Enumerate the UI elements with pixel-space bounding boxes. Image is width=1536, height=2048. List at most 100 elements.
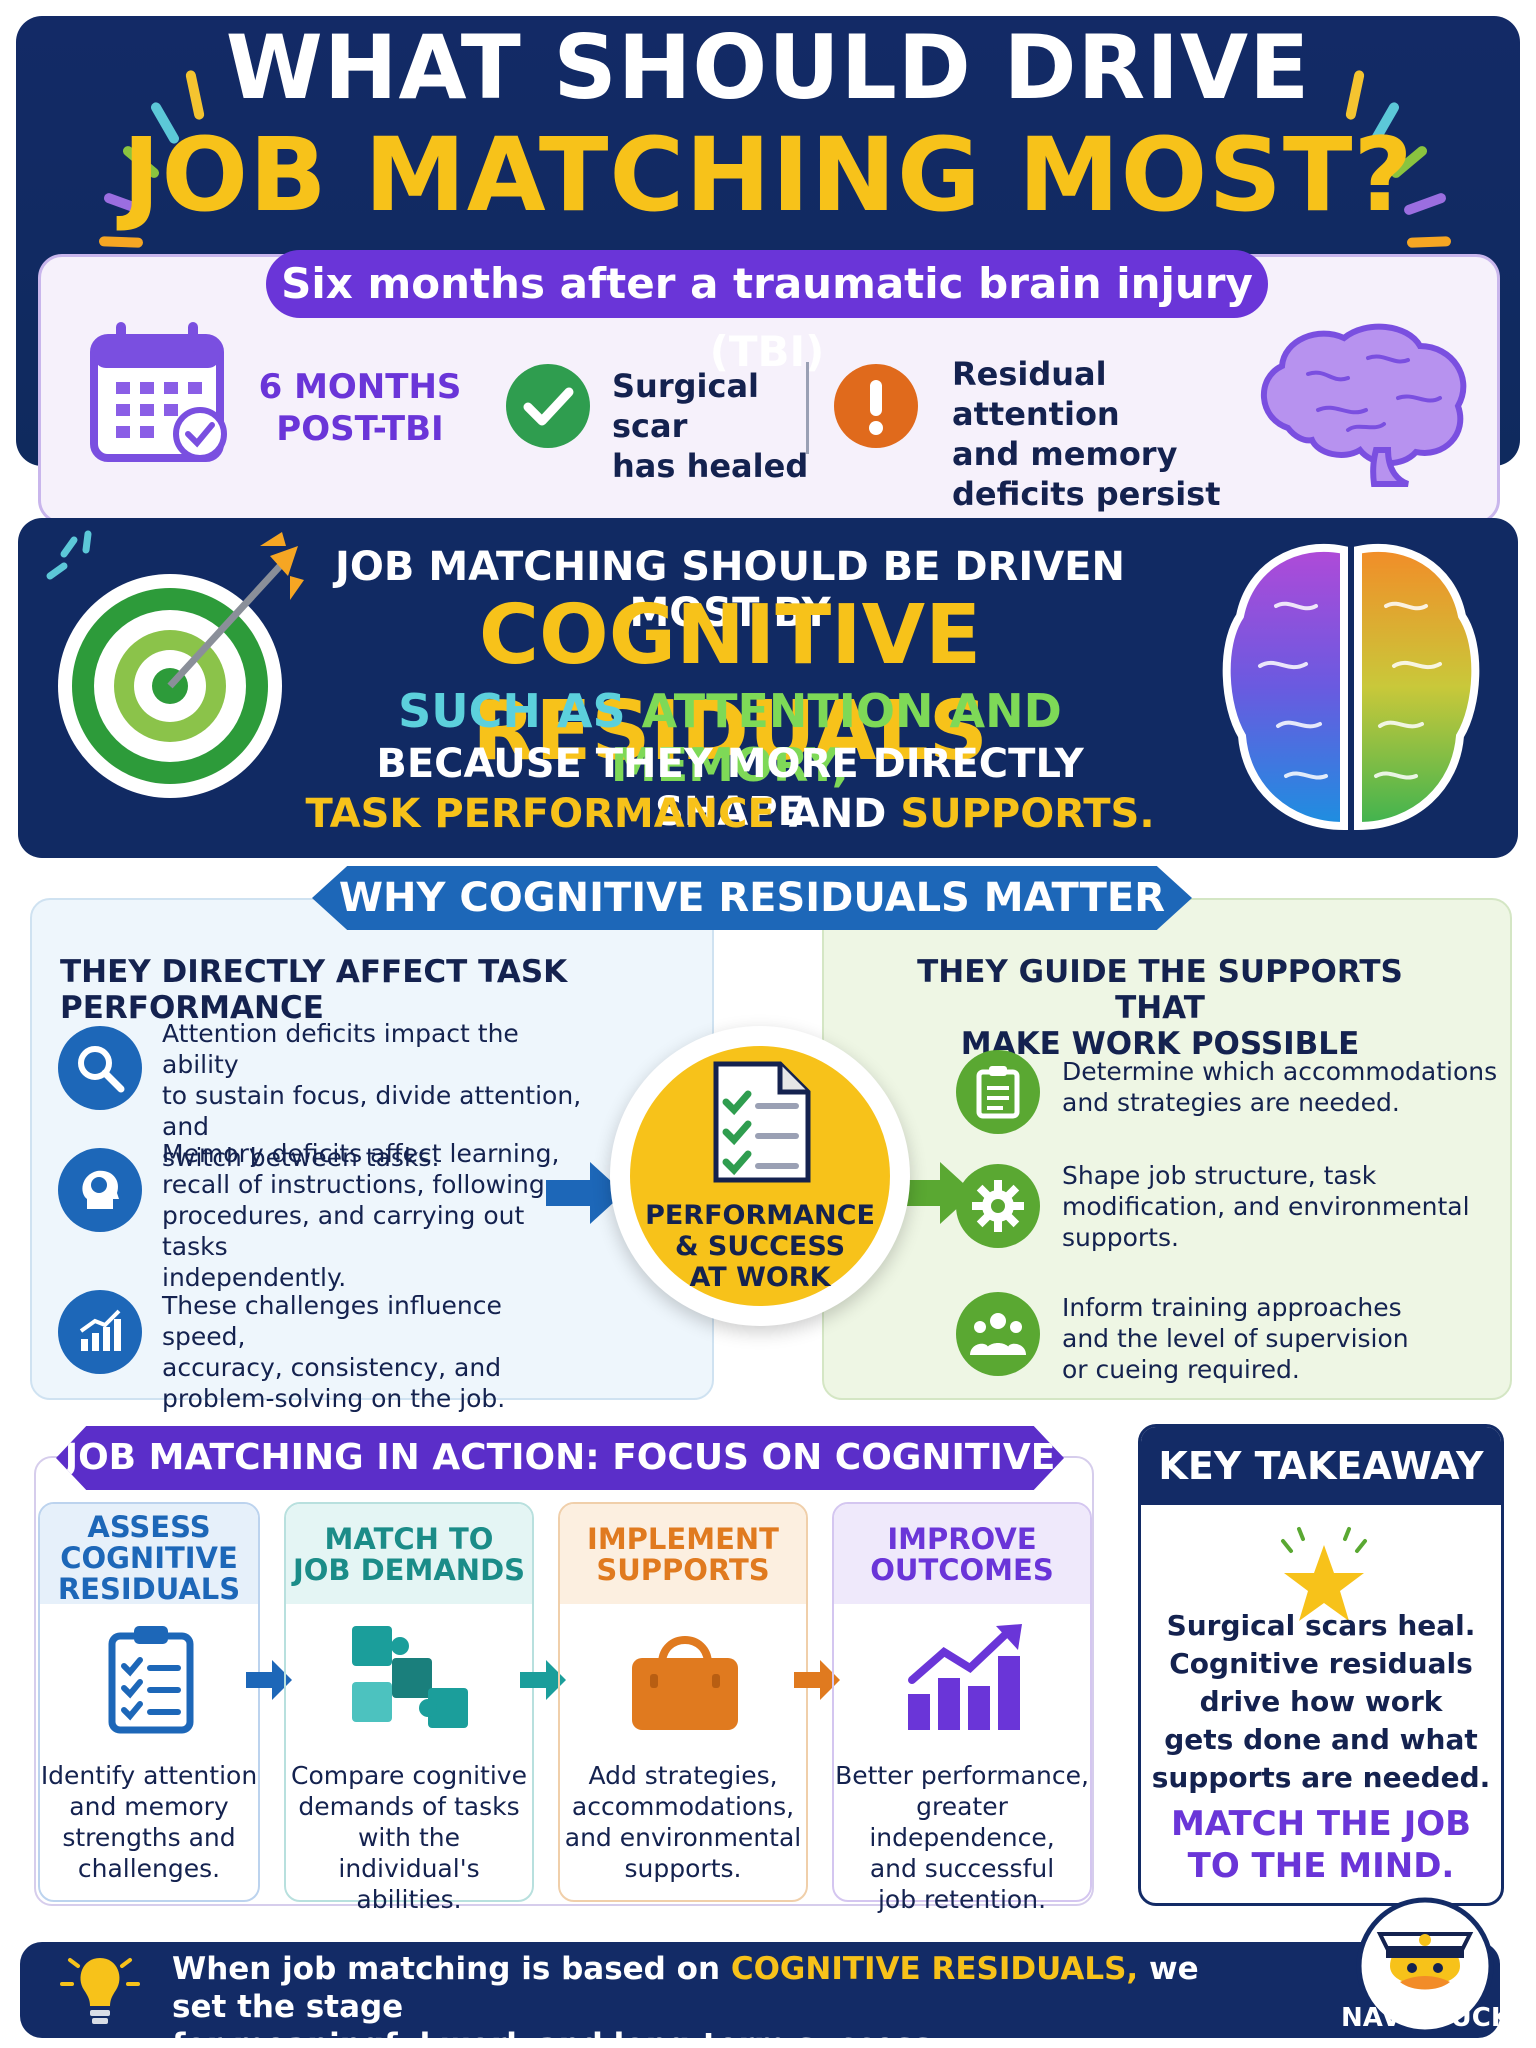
right-item-3-line-3: or cueing required. bbox=[1062, 1355, 1300, 1384]
right-item-3-line-1: Inform training approaches bbox=[1062, 1293, 1402, 1322]
step-1-title-1: ASSESS bbox=[87, 1510, 211, 1544]
takeaway-line-3: drive how work bbox=[1199, 1685, 1443, 1718]
footer-line-1: When job matching is based on COGNITIVE … bbox=[172, 1950, 1212, 2026]
step-2-desc-1: Compare cognitive bbox=[291, 1761, 527, 1790]
right-item-1-line-2: and strategies are needed. bbox=[1062, 1088, 1400, 1117]
takeaway-line-5: supports are needed. bbox=[1151, 1761, 1491, 1794]
star-icon bbox=[1281, 1527, 1367, 1621]
calendar-icon bbox=[90, 322, 227, 462]
step-4-desc-1: Better performance, bbox=[835, 1761, 1089, 1790]
magnifier-icon bbox=[58, 1026, 142, 1110]
step-implement-title: IMPLEMENT SUPPORTS bbox=[560, 1524, 806, 1586]
step-2-title-1: MATCH TO bbox=[324, 1522, 494, 1556]
footer-text-c: we set the stage bbox=[172, 1951, 1199, 2025]
step-4-title-1: IMPROVE bbox=[887, 1522, 1037, 1556]
brand-label: NAVY DUCK bbox=[1340, 2003, 1512, 2033]
performance-hub-label: PERFORMANCE & SUCCESS AT WORK bbox=[630, 1200, 890, 1293]
left-item-2-line-3: procedures, and carrying out tasks bbox=[162, 1201, 525, 1261]
right-column-title: THEY GUIDE THE SUPPORTS THAT MAKE WORK P… bbox=[880, 954, 1440, 1062]
step-4-desc-3: and successful bbox=[869, 1854, 1055, 1883]
step-3-desc-2: accommodations, bbox=[571, 1792, 795, 1821]
bar-chart-icon bbox=[58, 1290, 142, 1374]
hub-line-2: & SUCCESS bbox=[674, 1231, 846, 1262]
step-improve-title: IMPROVE OUTCOMES bbox=[834, 1524, 1090, 1586]
step-3-desc-1: Add strategies, bbox=[588, 1761, 778, 1790]
scar-line-2: has healed bbox=[612, 447, 809, 485]
head-brain-icon bbox=[58, 1148, 142, 1232]
check-circle-icon bbox=[506, 364, 590, 448]
claim-line-3b: ATTENTION AND MEMORY, bbox=[610, 684, 1062, 792]
step-2-desc-4: abilities. bbox=[356, 1885, 462, 1914]
step-assess-header bbox=[40, 1504, 258, 1604]
colorful-brain-icon bbox=[1222, 543, 1480, 831]
right-item-3-line-2: and the level of supervision bbox=[1062, 1324, 1409, 1353]
step-4-desc-4: job retention. bbox=[877, 1885, 1047, 1914]
left-item-1-line-3: switch between tasks. bbox=[162, 1143, 440, 1172]
cta-line-1: MATCH THE JOB bbox=[1170, 1804, 1472, 1844]
step-assess-title: ASSESS COGNITIVE RESIDUALS bbox=[40, 1512, 258, 1605]
step-1-desc-1: Identify attention bbox=[40, 1761, 258, 1790]
left-item-1-line-1: Attention deficits impact the ability bbox=[162, 1019, 519, 1079]
footer-banner bbox=[20, 1942, 1500, 2038]
supports-column bbox=[822, 898, 1512, 1400]
time-label: 6 MONTHS POST-TBI bbox=[250, 366, 470, 450]
left-item-2-line-4: independently. bbox=[162, 1263, 347, 1292]
step-2-title-2: JOB DEMANDS bbox=[292, 1553, 526, 1587]
left-item-3-line-2: accuracy, consistency, and bbox=[162, 1353, 502, 1382]
step-1-desc-3: strengths and bbox=[62, 1823, 236, 1852]
step-match-description: Compare cognitive demands of tasks with … bbox=[286, 1760, 532, 1915]
right-item-3: Inform training approaches and the level… bbox=[1062, 1292, 1502, 1385]
time-line-2: POST-TBI bbox=[276, 409, 444, 449]
step-implement: IMPLEMENT SUPPORTS Add strategies, accom… bbox=[558, 1502, 808, 1902]
claim-line-4: BECAUSE THEY MORE DIRECTLY SHAPE bbox=[376, 741, 1084, 835]
arrow-right-green-icon bbox=[896, 1162, 974, 1224]
arrow-right-icon bbox=[546, 1162, 624, 1224]
left-item-3: These challenges influence speed, accura… bbox=[162, 1290, 582, 1414]
left-item-1-line-2: to sustain focus, divide attention, and bbox=[162, 1081, 582, 1141]
step-improve-description: Better performance, greater independence… bbox=[834, 1760, 1090, 1915]
left-item-1: Attention deficits impact the ability to… bbox=[162, 1018, 582, 1173]
right-title-line-1: THEY GUIDE THE SUPPORTS THAT bbox=[917, 954, 1403, 1026]
step-match-title: MATCH TO JOB DEMANDS bbox=[286, 1524, 532, 1586]
growth-chart-icon bbox=[908, 1624, 1022, 1730]
clipboard-checklist-icon bbox=[108, 1626, 194, 1734]
time-line-1: 6 MONTHS bbox=[258, 367, 462, 407]
deficit-line-3: deficits persist bbox=[952, 475, 1221, 513]
gear-icon bbox=[956, 1164, 1040, 1248]
claim-line-5: TASK PERFORMANCE AND SUPPORTS. bbox=[300, 790, 1160, 838]
cta-line-2: TO THE MIND. bbox=[1187, 1846, 1455, 1886]
step-2-desc-2: demands of tasks bbox=[298, 1792, 520, 1821]
bag-icon bbox=[632, 1636, 738, 1730]
puzzle-icon bbox=[352, 1626, 468, 1728]
right-item-1: Determine which accommodations and strat… bbox=[1062, 1056, 1502, 1118]
why-banner: WHY COGNITIVE RESIDUALS MATTER MOST bbox=[312, 866, 1192, 930]
step-match: MATCH TO JOB DEMANDS Compare cognitive d… bbox=[284, 1502, 534, 1914]
step-arrow-2-icon bbox=[520, 1660, 566, 1700]
step-3-title-1: IMPLEMENT bbox=[587, 1522, 779, 1556]
left-column-title: THEY DIRECTLY AFFECT TASK PERFORMANCE bbox=[60, 954, 568, 1026]
step-assess: ASSESS COGNITIVE RESIDUALS Identify atte… bbox=[38, 1502, 260, 1902]
context-subtitle: Six months after a traumatic brain injur… bbox=[266, 250, 1268, 376]
claim-line-5a: TASK PERFORMANCE bbox=[305, 791, 775, 837]
step-improve-header bbox=[834, 1504, 1090, 1604]
step-1-title-3: RESIDUALS bbox=[57, 1572, 241, 1606]
claim-line-5b: AND bbox=[788, 791, 887, 837]
right-item-2-line-1: Shape job structure, task bbox=[1062, 1161, 1377, 1190]
key-takeaway-card: KEY TAKEAWAY Surgical scars heal. Cognit… bbox=[1138, 1424, 1504, 1906]
clipboard-icon bbox=[956, 1050, 1040, 1134]
claim-line-1: JOB MATCHING SHOULD BE DRIVEN MOST BY bbox=[335, 544, 1125, 636]
title-line-1: WHAT SHOULD DRIVE bbox=[225, 16, 1311, 119]
takeaway-line-1: Surgical scars heal. bbox=[1166, 1609, 1476, 1642]
right-item-2: Shape job structure, task modification, … bbox=[1062, 1160, 1502, 1253]
step-1-title-2: COGNITIVE bbox=[60, 1541, 238, 1575]
key-takeaway-heading: KEY TAKEAWAY bbox=[1141, 1427, 1501, 1505]
left-item-2: Memory deficits affect learning, recall … bbox=[162, 1138, 582, 1293]
claim-line-3: SUCH AS ATTENTION AND MEMORY, bbox=[300, 684, 1160, 792]
scar-line-1: Surgical scar bbox=[612, 367, 760, 445]
step-assess-description: Identify attention and memory strengths … bbox=[40, 1760, 258, 1884]
takeaway-line-4: gets done and what bbox=[1164, 1723, 1478, 1756]
group-people-icon bbox=[956, 1292, 1040, 1376]
step-2-desc-3: with the individual's bbox=[338, 1823, 480, 1883]
left-item-2-line-2: recall of instructions, following bbox=[162, 1170, 545, 1199]
checklist-document-icon bbox=[713, 1061, 811, 1183]
